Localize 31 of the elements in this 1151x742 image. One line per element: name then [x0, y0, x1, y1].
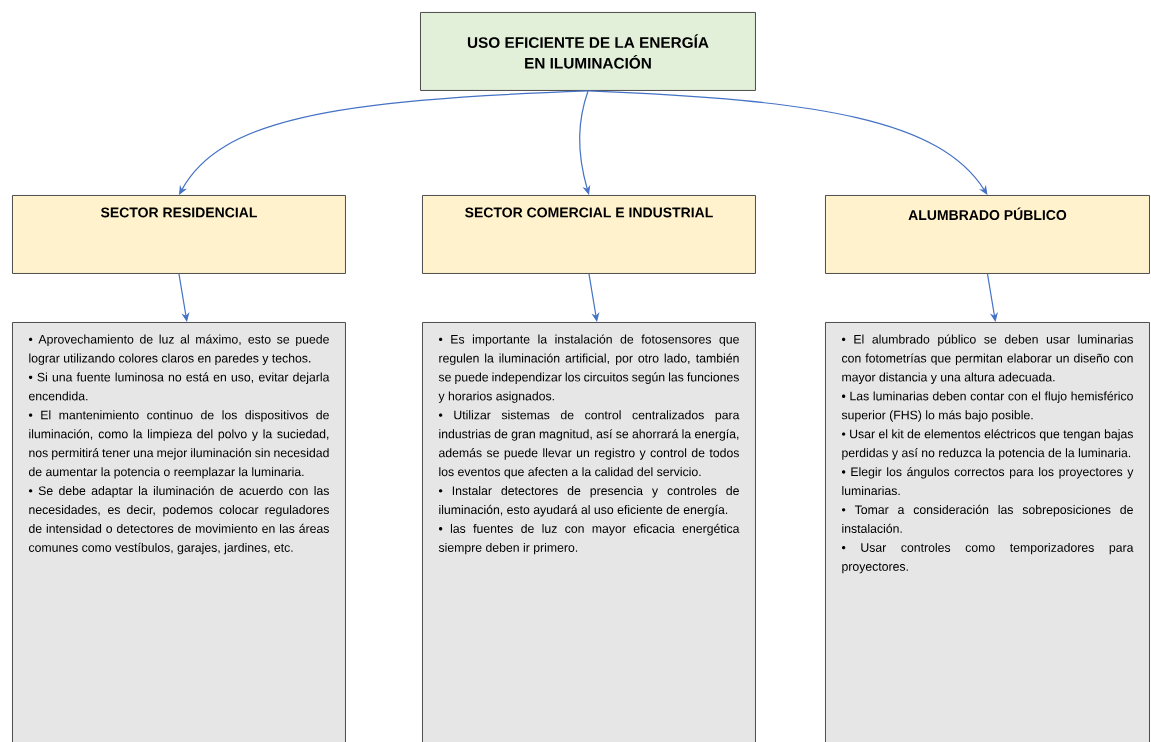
arrow	[986, 273, 998, 322]
sector-box	[12, 195, 346, 274]
arrow	[178, 273, 190, 322]
title-box	[420, 12, 756, 91]
bullet-text: • las fuentes de luz con mayor eficacia energética siempre deben ir primero.	[438, 523, 740, 555]
bullet-text: • El mantenimiento continuo de los dispositivos de iluminación, como la limpieza del polvo y la suciedad, nos permitirá tener una mejor iluminación sin necesidad de aumentar la potencia o reemplazar la luminaria.	[28, 410, 329, 479]
heading-text: SECTOR COMERCIAL E INDUSTRIAL	[465, 207, 713, 218]
bullet-text: • El alumbrado público se deben usar luminarias con fotometrías que permitan elaborar un diseño con mayor distancia y una altura adecuada.	[841, 334, 1133, 384]
bullet-list-box	[12, 322, 346, 742]
arrow	[179, 90, 589, 195]
bullet-text: • Utilizar sistemas de control centralizados para industrias de gran magnitud, así se ahorrará la energía, además se puede llevar un registro y control de todos los eventos que afecten a la calidad del servicio.	[438, 410, 740, 479]
bullet-text: • Usar controles como temporizadores para proyectores.	[841, 542, 1134, 574]
bullet-text: • Instalar detectores de presencia y controles de iluminación, esto ayudará al uso eficiente de energía.	[438, 486, 739, 517]
sector-box	[422, 195, 756, 274]
arrow	[588, 273, 600, 322]
bullet-text: • Usar el kit de elementos eléctricos que tengan bajas perdidas y así no reduzca la potencia de la luminaria.	[841, 429, 1133, 460]
bullet-text: • Se debe adaptar la iluminación de acuerdo con las necesidades, es decir, podemos colocar reguladores de intensidad o detectores de movimiento en las áreas comunes como vestíbulos, garajes, jardines, etc.	[28, 485, 329, 555]
heading-text: USO EFICIENTE DE LA ENERGÍA EN ILUMINACIÓN	[467, 34, 709, 69]
bullet-text: • Tomar a consideración las sobreposiciones de instalación.	[841, 504, 1133, 533]
bullet-list-box	[422, 322, 756, 742]
bullet-text: • Elegir los ángulos correctos para los proyectores y luminarias.	[841, 467, 1134, 496]
bullet-text: • Si una fuente luminosa no está en uso, evitar dejarla encendida.	[28, 372, 330, 401]
bullet-text: • Aprovechamiento de luz al máximo, esto se puede lograr utilizando colores claros en paredes y techos.	[28, 334, 329, 365]
bullet-text: • Es importante la instalación de fotosensores que regulen la iluminación artificial, por otro lado, también se puede independizar los circuitos según las funciones y horarios asignados.	[438, 334, 739, 403]
bullet-list-box	[825, 322, 1150, 742]
arrow	[579, 90, 591, 195]
heading-text: ALUMBRADO PÚBLICO	[908, 207, 1067, 220]
bullet-text: • Las luminarias deben contar con el flujo hemisférico superior (FHS) lo más bajo posible.	[841, 391, 1133, 422]
arrow	[587, 90, 988, 195]
heading-text: SECTOR RESIDENCIAL	[100, 207, 257, 218]
sector-box	[825, 195, 1150, 274]
